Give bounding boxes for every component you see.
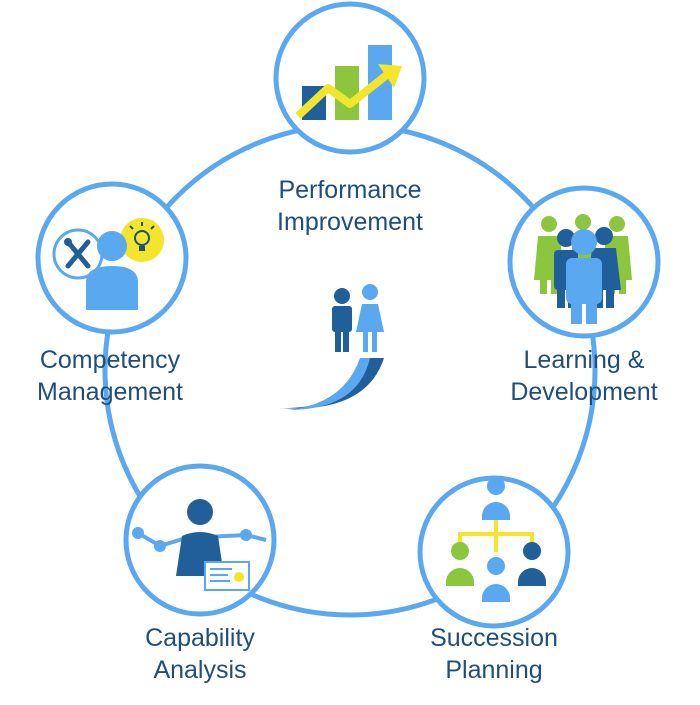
two-people-on-rising-wave-icon <box>278 284 384 410</box>
node-label-performance: Performance Improvement <box>238 174 462 238</box>
label-line: Analysis <box>153 656 247 684</box>
label-line: Development <box>510 378 658 406</box>
label-line: Improvement <box>277 208 423 236</box>
label-line: Capability <box>145 624 255 652</box>
bar-chart-growth-icon <box>295 45 402 120</box>
label-line: Planning <box>445 656 543 684</box>
person-tools-idea-icon <box>52 218 164 310</box>
label-line: Succession <box>430 624 558 652</box>
label-line: Performance <box>278 176 422 204</box>
node-label-learning: Learning & Development <box>478 344 690 408</box>
label-line: Management <box>37 378 183 406</box>
org-chart-icon <box>446 477 546 602</box>
people-group-icon <box>534 214 632 324</box>
node-label-competency: Competency Management <box>10 344 210 408</box>
person-certificate-icon <box>132 499 267 591</box>
node-label-capability: Capability Analysis <box>106 622 294 686</box>
label-line: Learning & <box>523 346 645 374</box>
node-label-succession: Succession Planning <box>398 622 590 686</box>
label-line: Competency <box>39 346 181 374</box>
